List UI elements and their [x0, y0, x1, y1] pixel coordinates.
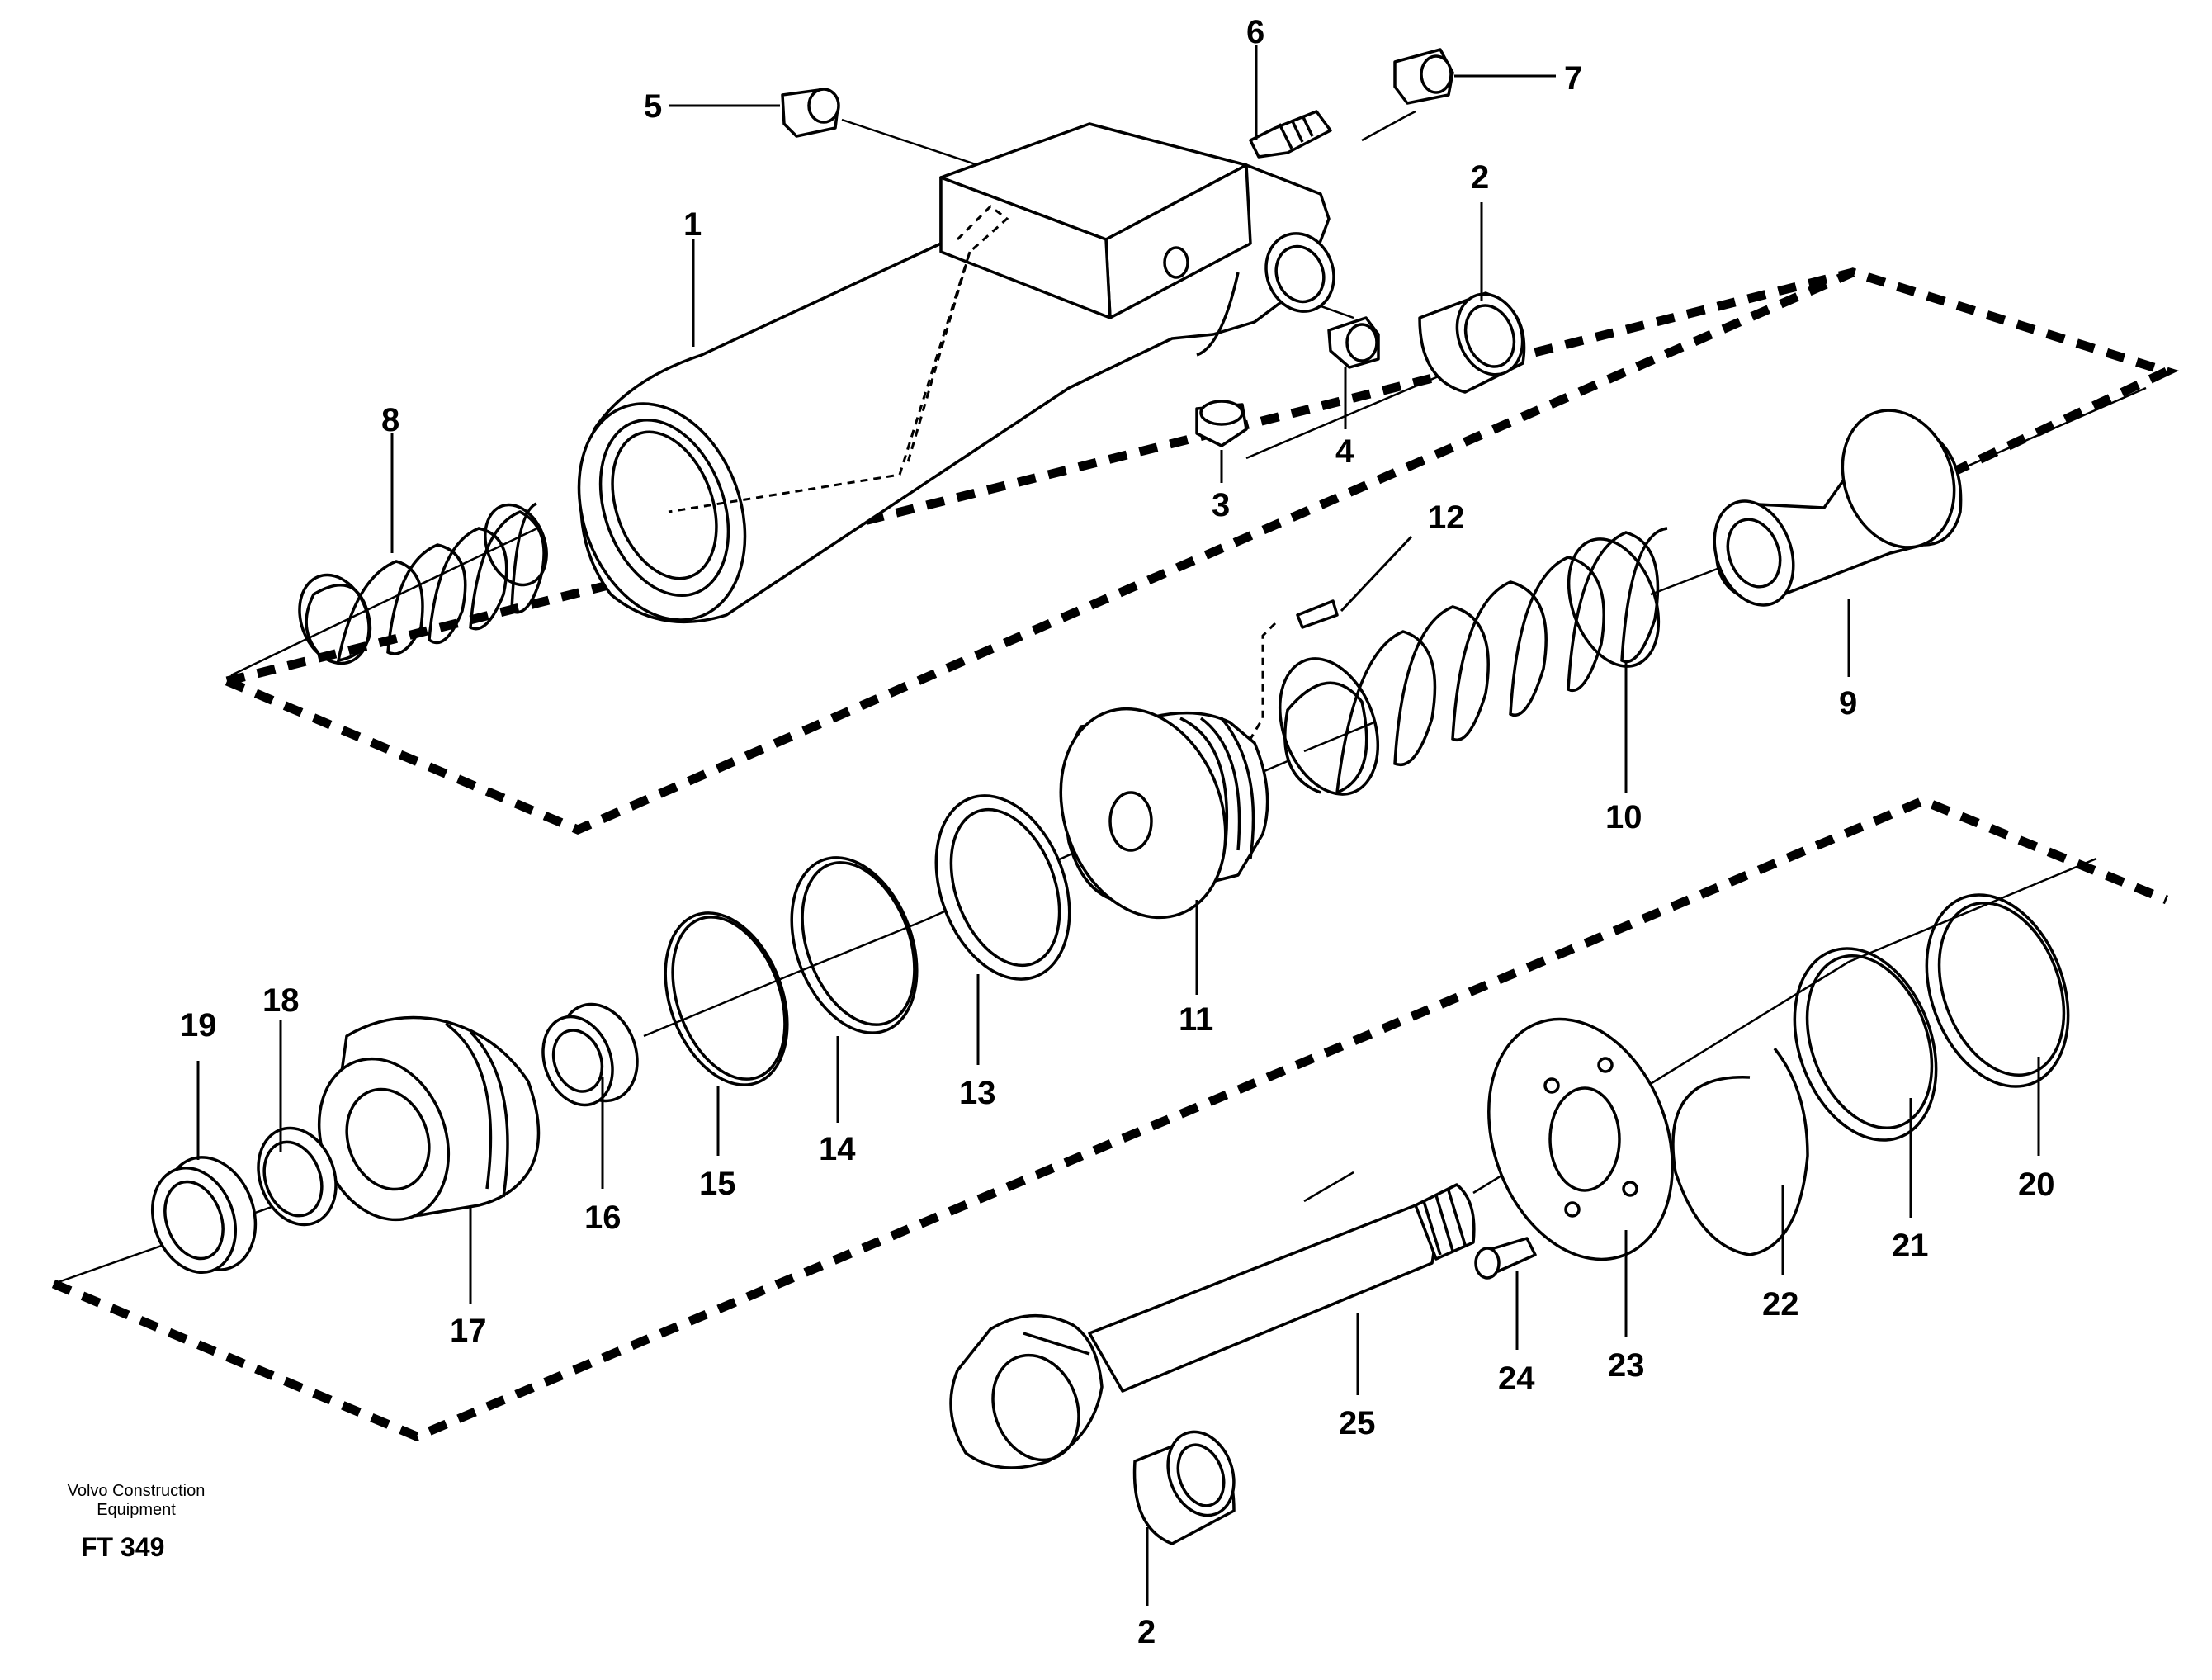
flange-23 [1487, 1017, 1674, 1261]
callout-22: 22 [1762, 1286, 1799, 1323]
callout-23: 23 [1608, 1347, 1645, 1384]
axis-upper [230, 374, 2147, 677]
piston-rod-25 [949, 1183, 1476, 1469]
cap-7 [1393, 48, 1454, 105]
bolt-24 [1474, 1237, 1537, 1280]
ring-21 [1793, 947, 1938, 1142]
callout-21: 21 [1892, 1228, 1929, 1264]
spring-8 [298, 502, 548, 665]
callout-14: 14 [819, 1131, 856, 1167]
seal-16 [541, 1002, 639, 1107]
callout-3: 3 [1212, 487, 1230, 523]
callout-1: 1 [683, 206, 702, 243]
spring-10 [1278, 527, 1668, 796]
leader-lines [196, 45, 2040, 1606]
callout-5: 5 [644, 88, 662, 125]
pin-12 [1249, 599, 1339, 740]
ring-13 [934, 794, 1071, 981]
callout-17: 17 [450, 1313, 487, 1349]
ring-14 [790, 856, 919, 1034]
callout-25: 25 [1339, 1405, 1376, 1441]
credit-line-2: Equipment [97, 1501, 176, 1519]
plug-5 [781, 88, 840, 138]
publisher-credit: Volvo Construction Equipment [50, 1482, 223, 1520]
guide-17 [317, 1015, 541, 1222]
callout-18: 18 [262, 982, 300, 1019]
callout-13: 13 [959, 1075, 996, 1111]
callout-4: 4 [1335, 433, 1354, 470]
callout-9: 9 [1839, 685, 1857, 722]
callout-labels: 1 2 3 4 5 6 7 8 9 10 11 12 13 14 15 16 1… [180, 14, 2055, 1650]
callout-12: 12 [1428, 499, 1465, 536]
flanged-sleeve-9 [1713, 409, 1963, 607]
callout-19: 19 [180, 1007, 217, 1043]
figure-code: FT 349 [81, 1532, 165, 1562]
callout-11: 11 [1179, 1001, 1213, 1038]
lower-assembly-frame [51, 796, 2169, 1441]
callout-7: 7 [1564, 60, 1582, 97]
snap-ring-22 [1671, 1047, 1809, 1256]
plug-3 [1195, 400, 1248, 447]
ring-20 [1925, 893, 2070, 1088]
bushing-2-top [1418, 291, 1526, 394]
piston-11 [1059, 707, 1269, 920]
wiper-19 [150, 1156, 258, 1274]
plug-4 [1327, 316, 1380, 369]
callout-20: 20 [2018, 1167, 2055, 1203]
callout-10: 10 [1605, 799, 1642, 835]
callout-8: 8 [381, 402, 399, 438]
credit-line-1: Volvo Construction [67, 1482, 206, 1500]
callout-6: 6 [1246, 14, 1264, 50]
callout-24: 24 [1498, 1361, 1535, 1397]
bushing-2-bottom [1132, 1430, 1236, 1545]
callout-15: 15 [699, 1166, 736, 1202]
ring-15 [664, 911, 789, 1086]
upper-assembly-frame-left [225, 267, 1855, 686]
cylinder-housing [577, 122, 1335, 624]
valve-nipple-6 [1249, 110, 1332, 159]
callout-2-top: 2 [1471, 159, 1489, 196]
callout-16: 16 [584, 1200, 622, 1236]
axis-cap-bolts [841, 110, 1416, 1203]
callout-2-bottom: 2 [1137, 1614, 1156, 1650]
